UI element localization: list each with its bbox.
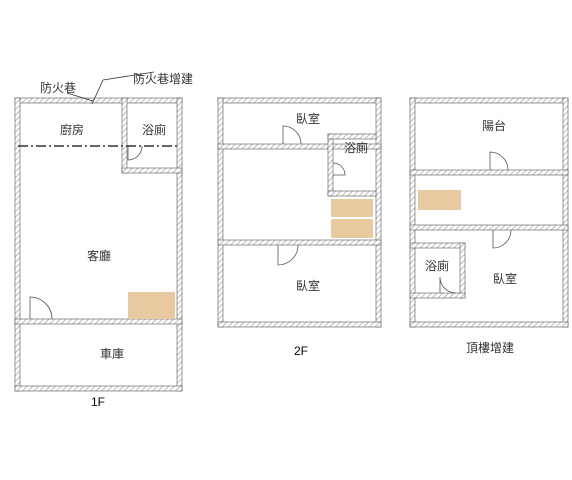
- wall-1f-bath-left: [121, 97, 128, 174]
- wall-roof-top: [409, 97, 569, 104]
- wall-2f-front-bedroom: [217, 143, 382, 150]
- wall-roof-bedroom: [409, 224, 569, 231]
- label-fire-lane: 防火巷: [40, 80, 76, 95]
- label-1f-living-room: 客廳: [87, 248, 111, 263]
- wall-1f-bath-bottom: [121, 167, 183, 174]
- wall-roof-bath-top: [409, 242, 466, 249]
- wall-roof-left: [409, 97, 416, 328]
- label-1f-kitchen: 廚房: [60, 122, 84, 137]
- wall-1f-top: [14, 97, 183, 104]
- wall-1f-left: [14, 97, 21, 392]
- wall-roof-right: [562, 97, 569, 328]
- wall-roof-bath-right: [459, 242, 466, 299]
- wall-2f-bath-bottom: [327, 190, 377, 197]
- wall-2f-top: [217, 97, 382, 104]
- wall-2f-bottom: [217, 321, 382, 328]
- door-roof-bathroom: [439, 276, 457, 294]
- label-roof-bathroom: 浴廁: [425, 258, 449, 273]
- label-fire-lane-extension: 防火巷增建: [133, 71, 193, 86]
- door-2f-front-bedroom: [282, 125, 302, 145]
- wall-1f-bottom: [14, 385, 183, 392]
- caption-1f: 1F: [91, 395, 105, 409]
- door-1f-garage: [29, 296, 53, 320]
- fire-lane-ext-leader-1: [102, 71, 155, 81]
- stair-2f-upper: [331, 199, 373, 217]
- stair-2f-lower: [331, 219, 373, 238]
- stair-roof: [418, 190, 461, 210]
- wall-1f-right: [176, 97, 183, 392]
- label-2f-front-bedroom: 臥室: [296, 111, 320, 126]
- rooftop-plan: 陽台 浴廁 臥室 頂樓增建: [409, 97, 569, 355]
- door-roof-bedroom: [492, 229, 512, 249]
- wall-roof-bottom: [409, 321, 569, 328]
- label-roof-balcony: 陽台: [482, 118, 506, 133]
- door-roof-balcony: [489, 151, 509, 171]
- wall-2f-bath-top: [327, 133, 377, 140]
- wall-roof-bath-bottom: [409, 292, 466, 299]
- label-roof-bedroom: 臥室: [493, 271, 517, 286]
- floor-2-plan: 臥室 浴廁 臥室 2F: [217, 97, 382, 358]
- wall-2f-right: [375, 97, 382, 328]
- fire-lane-ext-leader-2: [91, 79, 104, 105]
- wall-2f-left: [217, 97, 224, 328]
- fire-lane-leader: [66, 92, 94, 102]
- floor-1-plan: 防火巷 防火巷增建 廚房 浴廁 客廳 車庫 1F: [14, 71, 193, 409]
- label-1f-bathroom: 浴廁: [142, 122, 166, 137]
- door-2f-bathroom: [332, 162, 346, 176]
- door-2f-back-bedroom: [277, 244, 299, 266]
- wall-2f-bath-left: [327, 133, 334, 197]
- door-1f-bathroom: [127, 145, 143, 161]
- label-1f-garage: 車庫: [100, 347, 124, 361]
- caption-rooftop: 頂樓增建: [466, 340, 514, 355]
- label-2f-back-bedroom: 臥室: [296, 278, 320, 293]
- wall-roof-balcony: [409, 169, 569, 176]
- stair-1f: [128, 292, 175, 319]
- caption-2f: 2F: [294, 344, 308, 358]
- label-2f-bathroom: 浴廁: [344, 140, 368, 155]
- wall-1f-garage: [14, 318, 183, 325]
- wall-2f-back-bedroom: [217, 239, 382, 246]
